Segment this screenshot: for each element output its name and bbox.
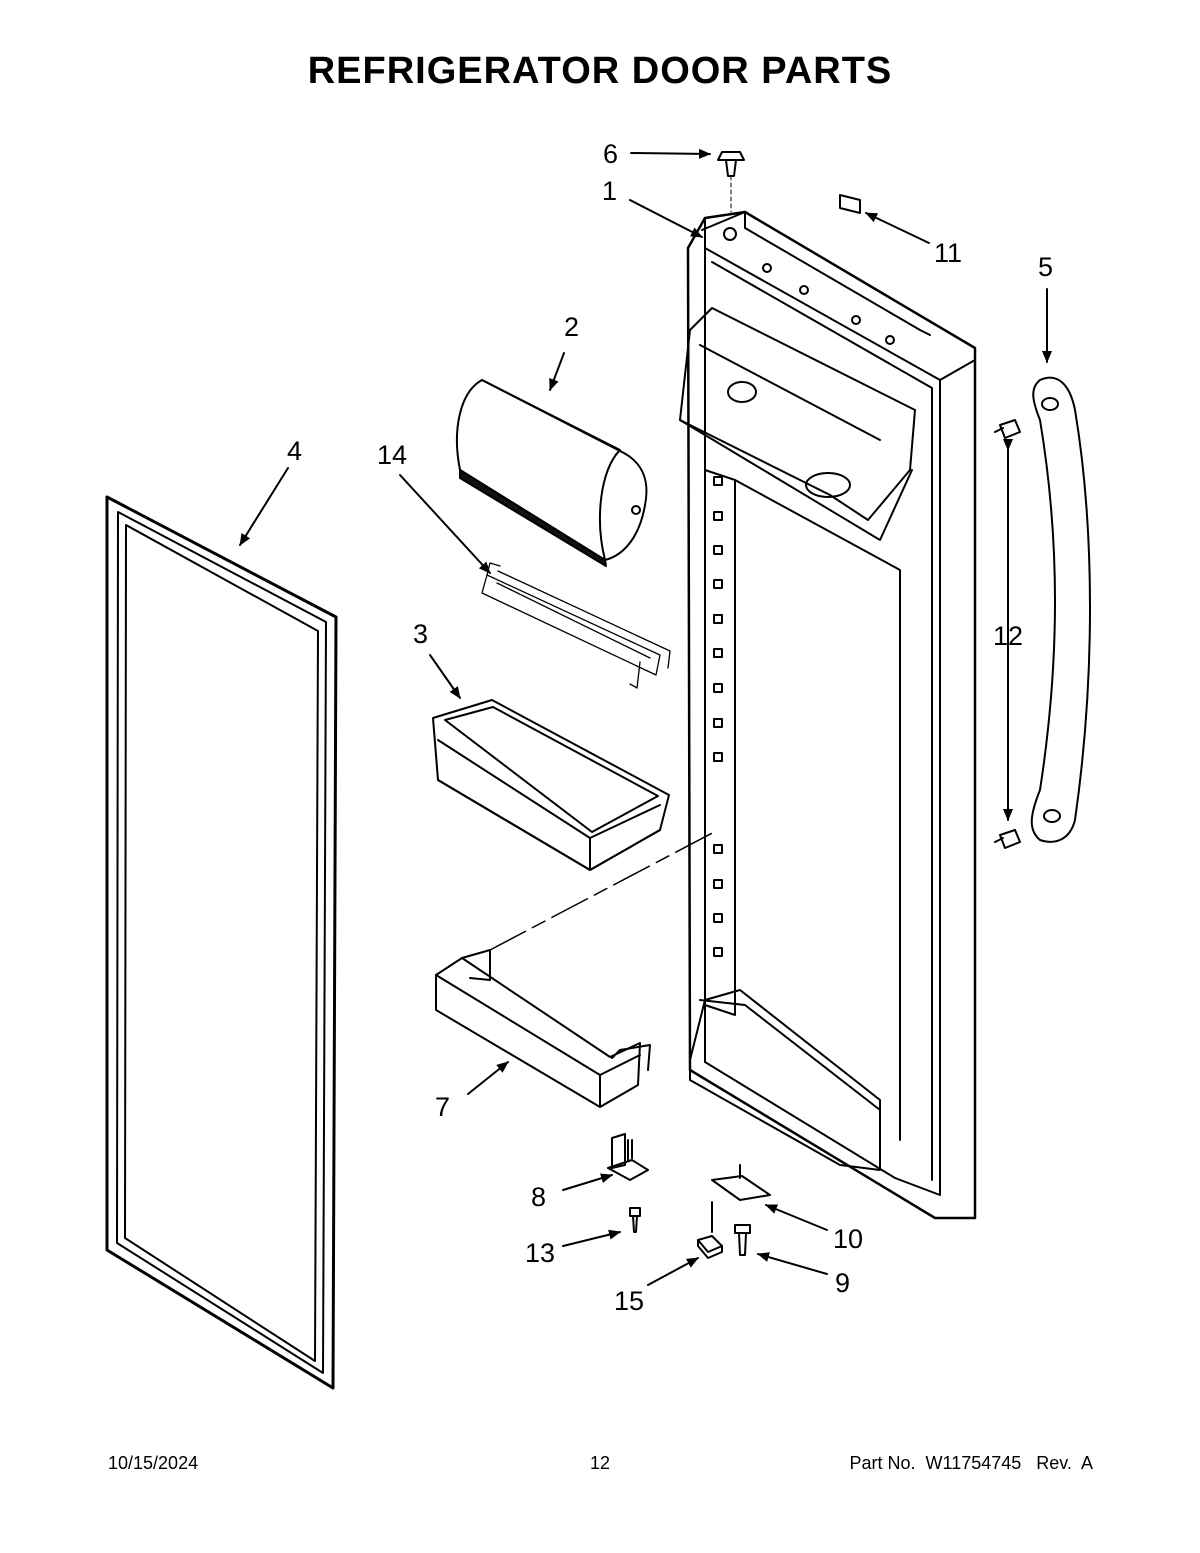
cap-screw-part bbox=[717, 151, 745, 213]
plate-screw-part bbox=[734, 1224, 751, 1256]
callout-8: 8 bbox=[531, 1182, 546, 1212]
callout-6: 6 bbox=[603, 139, 618, 169]
callout-15: 15 bbox=[614, 1286, 644, 1316]
callout-10: 10 bbox=[833, 1224, 863, 1254]
label-part bbox=[839, 194, 861, 214]
hinge-screw-part bbox=[629, 1207, 641, 1233]
dairy-door-part bbox=[455, 379, 648, 567]
callout-11: 11 bbox=[934, 238, 962, 268]
callout-5: 5 bbox=[1038, 252, 1053, 282]
hinge-plate-part bbox=[711, 1164, 771, 1201]
callout-14: 14 bbox=[377, 440, 407, 470]
handle-part bbox=[1030, 376, 1091, 843]
footer-part-number: Part No. W11754745 Rev. A bbox=[849, 1453, 1093, 1473]
bin-alignment-line bbox=[489, 829, 719, 951]
callout-1: 1 bbox=[602, 176, 617, 206]
callout-9: 9 bbox=[835, 1268, 850, 1298]
callout-13: 13 bbox=[525, 1238, 555, 1268]
callout-7: 7 bbox=[435, 1092, 450, 1122]
wire-shelf-part bbox=[481, 562, 671, 689]
callout-2: 2 bbox=[564, 312, 579, 342]
hinge-bracket-part bbox=[607, 1133, 649, 1181]
footer-page-number: 12 bbox=[589, 1453, 611, 1473]
callout-4: 4 bbox=[287, 436, 302, 466]
footer-date: 10/15/2024 bbox=[108, 1453, 199, 1473]
lower-door-bin-part bbox=[435, 949, 651, 1108]
handle-screw-part bbox=[994, 419, 1021, 849]
door-gasket-part bbox=[105, 495, 338, 1390]
cam-part bbox=[697, 1201, 723, 1259]
door-liner-part bbox=[679, 210, 977, 1220]
callout-3: 3 bbox=[413, 619, 428, 649]
liner-rail-holes bbox=[713, 476, 723, 957]
callout-leaders bbox=[239, 148, 1052, 1286]
door-bin-part bbox=[432, 699, 670, 871]
callout-12: 12 bbox=[993, 621, 1023, 651]
page-title: REFRIGERATOR DOOR PARTS bbox=[307, 50, 893, 92]
